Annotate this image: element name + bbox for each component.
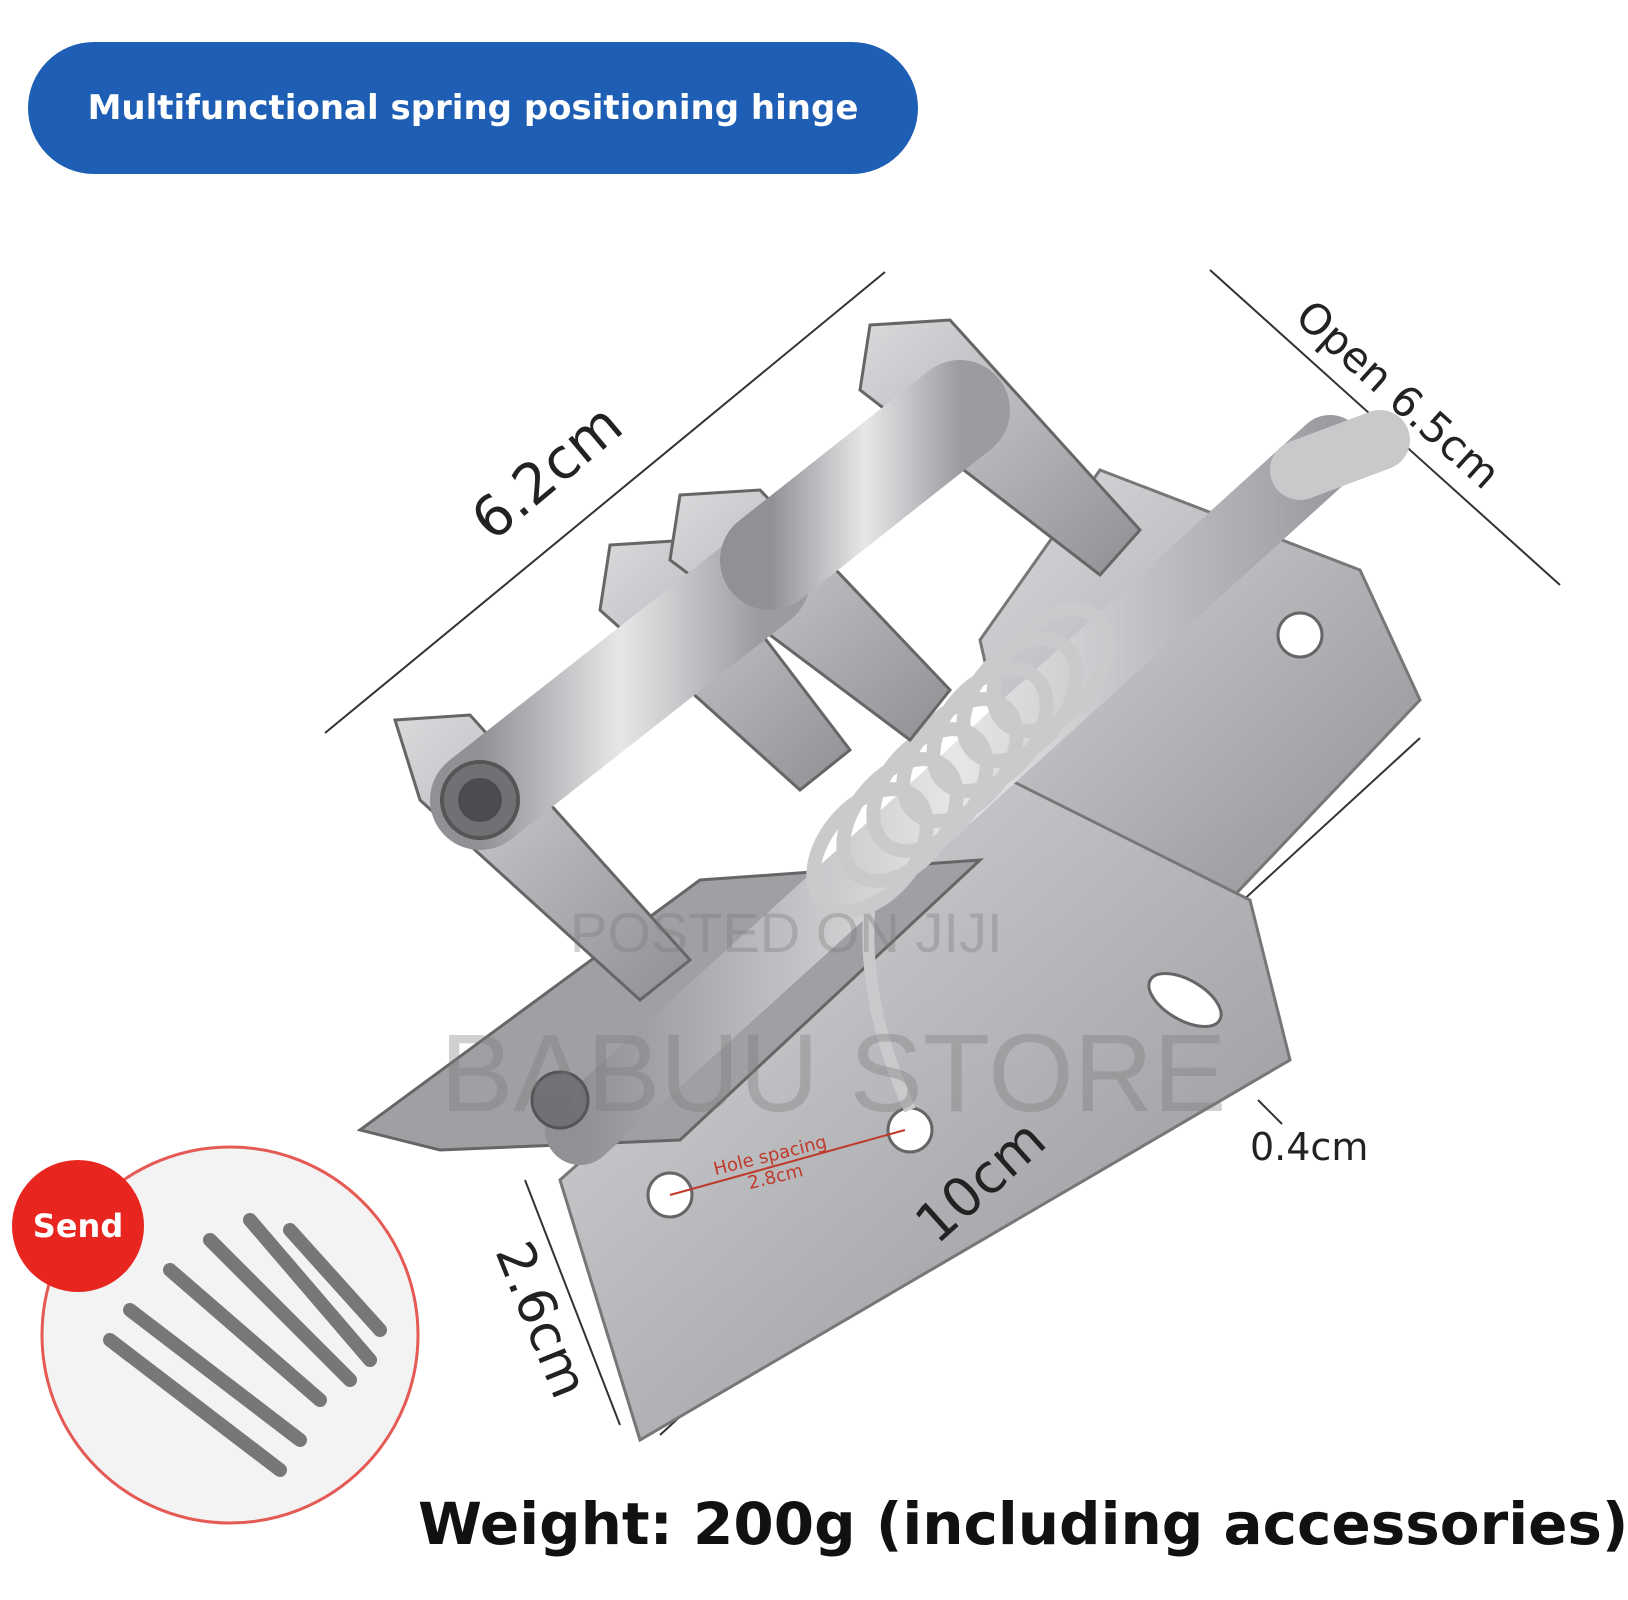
banner-title: Multifunctional spring positioning hinge bbox=[87, 88, 859, 128]
watermark-store: BABUU STORE bbox=[440, 1012, 1227, 1135]
pin-tube bbox=[430, 530, 810, 850]
threaded-hole-inner bbox=[458, 778, 502, 822]
watermark-posted: POSTED ON JIJI bbox=[570, 901, 1003, 964]
send-badge-label: Send bbox=[32, 1207, 124, 1245]
screw-hole bbox=[1276, 611, 1324, 659]
screws-bundle bbox=[103, 1213, 387, 1477]
spring-leg bbox=[862, 899, 916, 1113]
send-badge: Send bbox=[12, 1160, 144, 1292]
dimension-thickness: 0.4cm bbox=[1250, 1125, 1369, 1169]
pin-tube bbox=[720, 360, 1010, 610]
hole-spacing-marker bbox=[669, 1129, 906, 1196]
weight-label: Weight: 200g (including accessories) bbox=[418, 1490, 1628, 1558]
title-banner: Multifunctional spring positioning hinge bbox=[28, 42, 918, 174]
spring-coil bbox=[806, 602, 1114, 918]
barrel-end bbox=[530, 1070, 590, 1130]
slot-hole bbox=[1147, 972, 1223, 1028]
